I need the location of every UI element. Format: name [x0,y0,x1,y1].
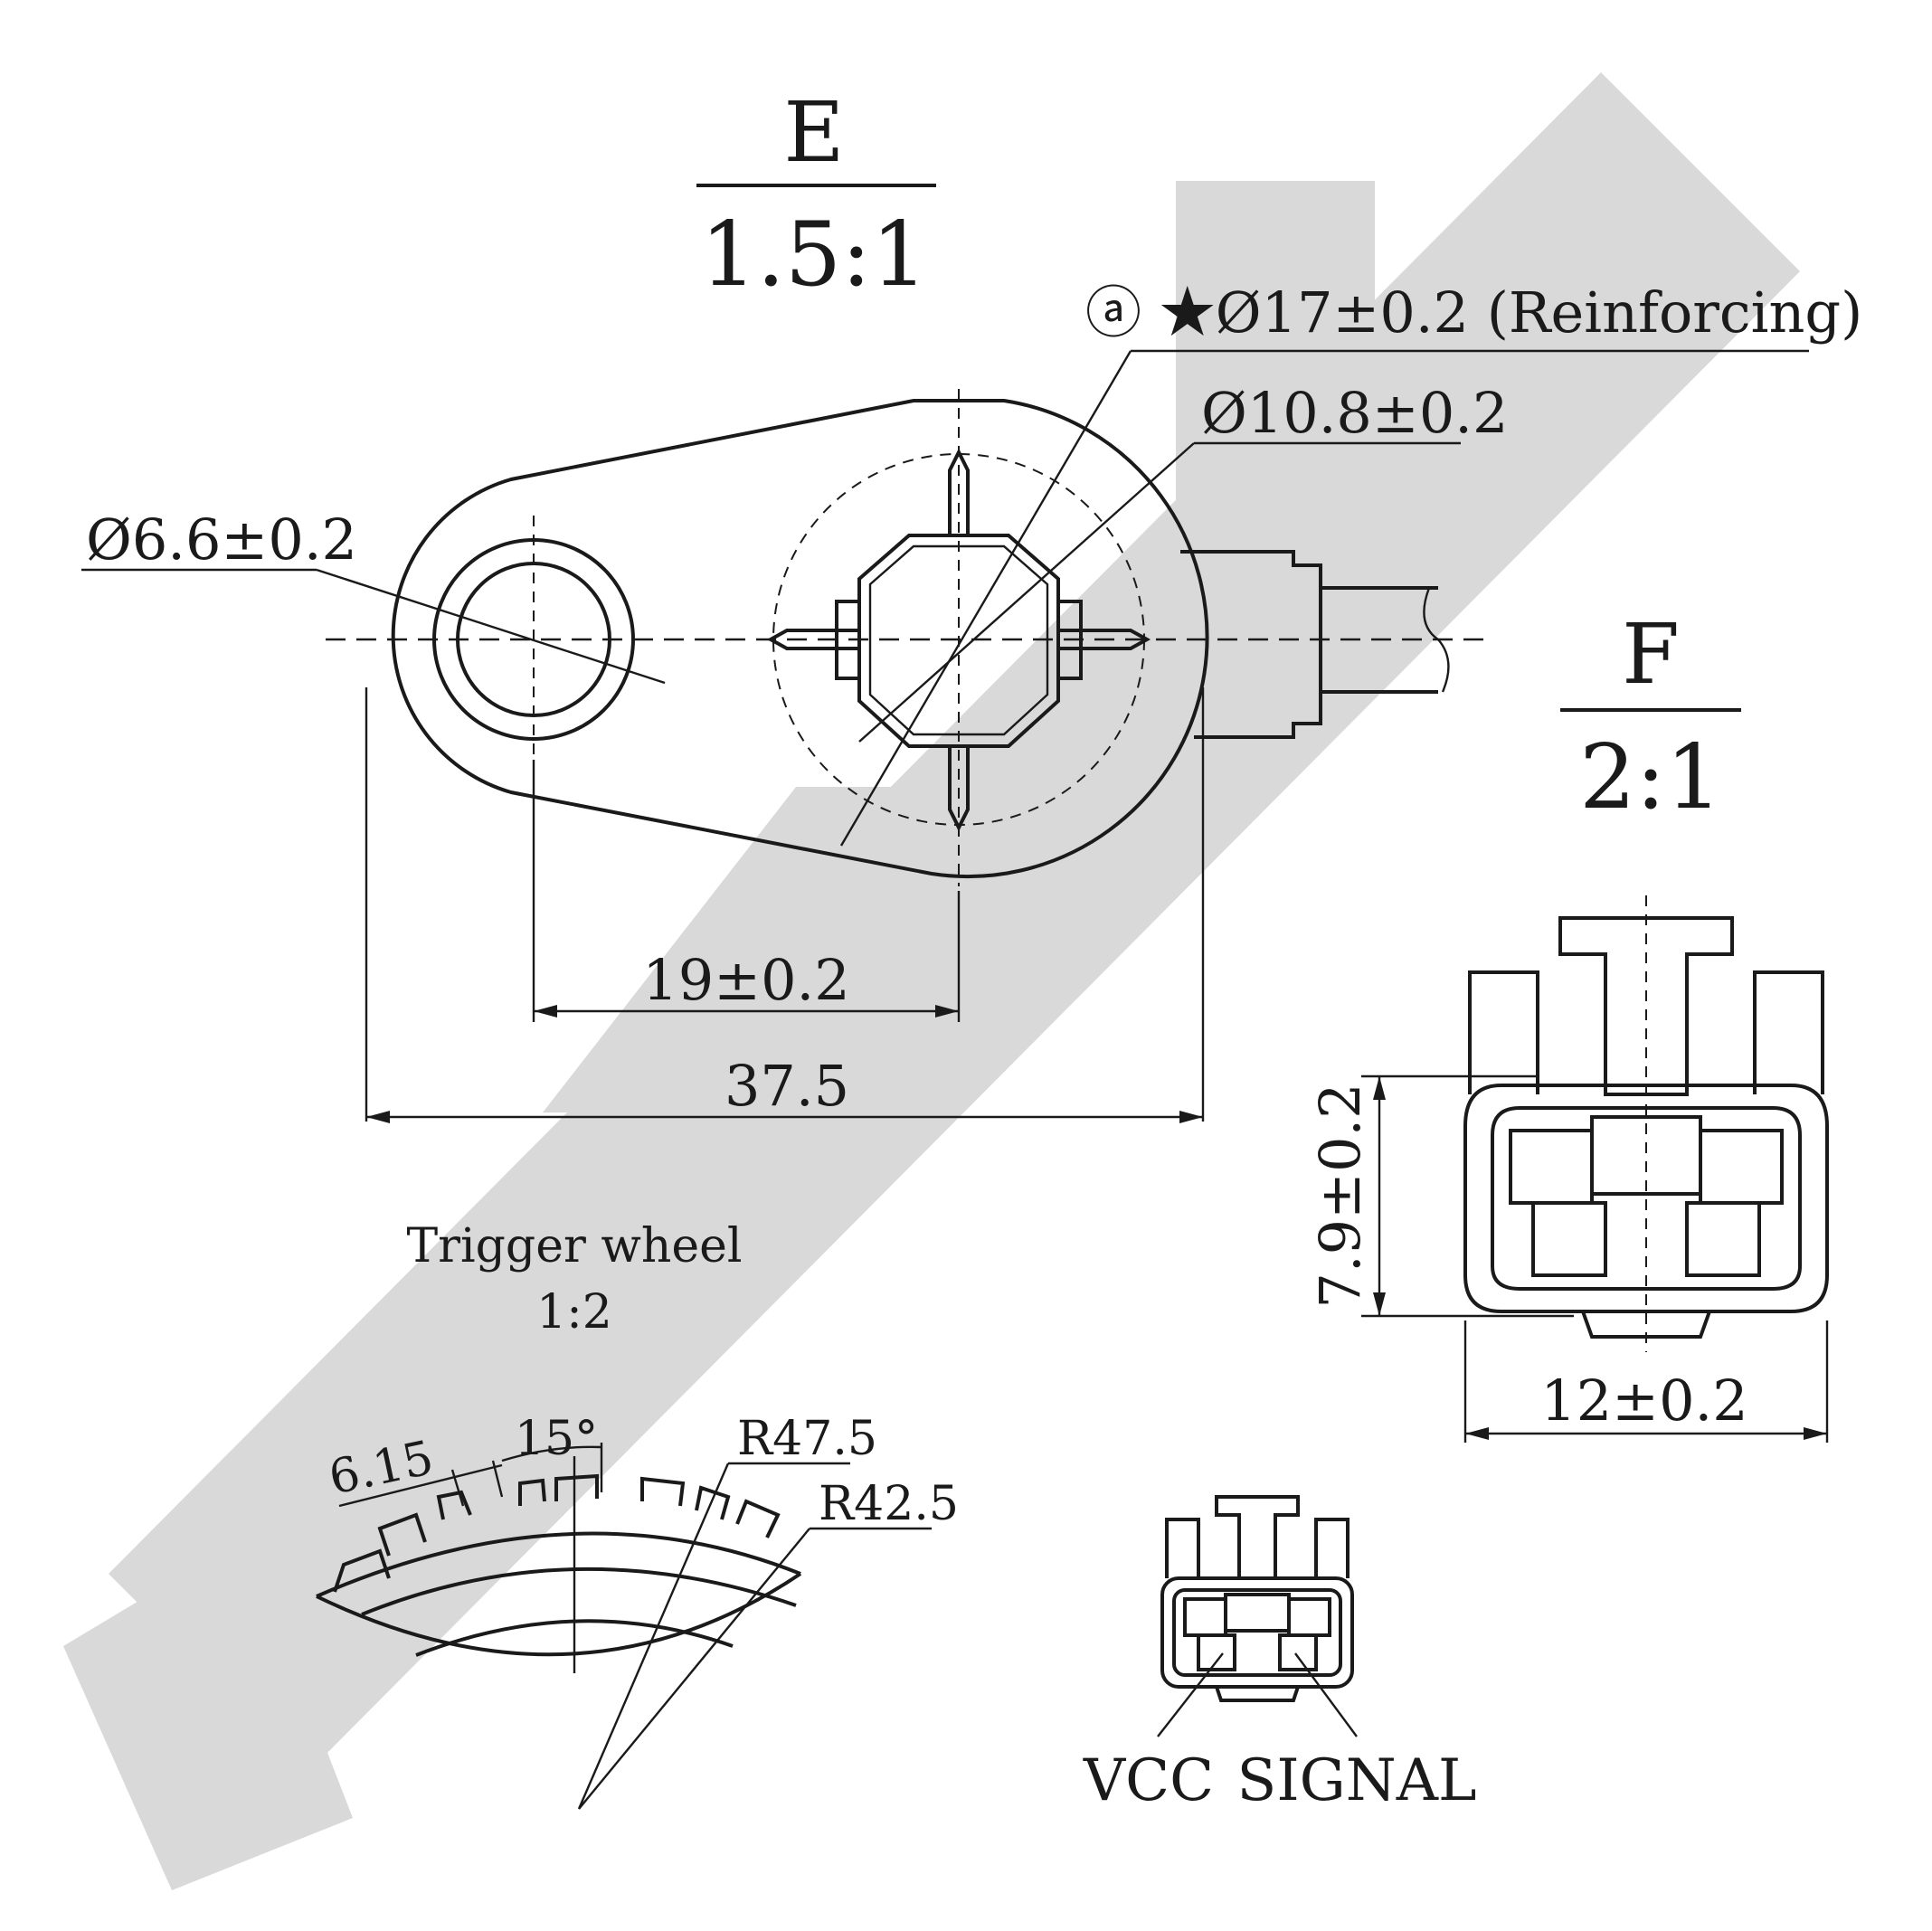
center-boss-inner [868,544,1049,736]
watermark [63,72,1800,1890]
connector-cavity-left [1509,1129,1594,1205]
pin-signal-terminal [1278,1633,1318,1671]
connector-latch [1558,916,1734,1096]
connector-shell-outer [1463,1084,1829,1313]
view-e-dimensions: ⓐ ★Ø17±0.2 (Reinforcing) Ø10.8±0.2 Ø6.6±… [81,279,1862,1123]
flange-outline [391,399,1209,879]
connector-terminal-left [1531,1201,1607,1277]
hole-diameter-dimension: Ø6.6±0.2 [86,506,357,573]
inner-radius-dimension: R42.5 [819,1477,959,1531]
connector-shell-inner [1491,1106,1802,1291]
view-f-scale: 2:1 [1579,726,1722,829]
pin-right [1058,629,1151,650]
view-e-scale: 1.5:1 [700,204,927,307]
pin-signal-label: SIGNAL [1237,1747,1477,1814]
pinout-latch [1215,1495,1300,1580]
bore-diameter-dimension: Ø10.8±0.2 [1201,380,1508,446]
reinforcing-dimension: ⓐ ★Ø17±0.2 (Reinforcing) [1085,279,1862,345]
view-f-letter: F [1622,606,1680,703]
view-e-header: E 1.5:1 [696,84,936,307]
tooth-angle-dimension: 15° [515,1412,598,1466]
sensor-body [326,389,1483,886]
connector-right-tab [1753,970,1824,1094]
connector-cavity-right [1699,1129,1784,1205]
connector-center-key [1590,1115,1702,1196]
pin-vcc-terminal [1197,1633,1236,1671]
cable [1321,586,1438,694]
view-f-header: F 2:1 [1560,606,1741,829]
connector-view: 7.9±0.2 12±0.2 [1307,895,1829,1443]
wheel-bottom-arc [316,1572,802,1657]
connector-left-tab [1468,970,1539,1094]
pinout-shell-inner [1172,1588,1342,1677]
pin-vcc-label: VCC [1083,1747,1214,1814]
trigger-wheel-scale: 1:2 [536,1285,612,1339]
outer-radius-dimension: R47.5 [737,1412,877,1466]
pin-left [766,629,859,650]
wheel-inner-arc [361,1567,797,1616]
pinout-shell-outer [1160,1576,1354,1689]
pinout-connector: VCC SIGNAL [1083,1495,1477,1814]
trigger-wheel-title: Trigger wheel [406,1219,742,1273]
connector-width-dimension: 12±0.2 [1540,1368,1747,1434]
connector-terminal-right [1685,1201,1761,1277]
overall-length-dimension: 37.5 [724,1053,849,1119]
connector-height-dimension: 7.9±0.2 [1307,1083,1373,1308]
view-e-letter: E [783,84,844,181]
wheel-hub-arc [415,1619,734,1657]
cable-boot [1180,550,1322,739]
center-distance-dimension: 19±0.2 [642,947,849,1013]
